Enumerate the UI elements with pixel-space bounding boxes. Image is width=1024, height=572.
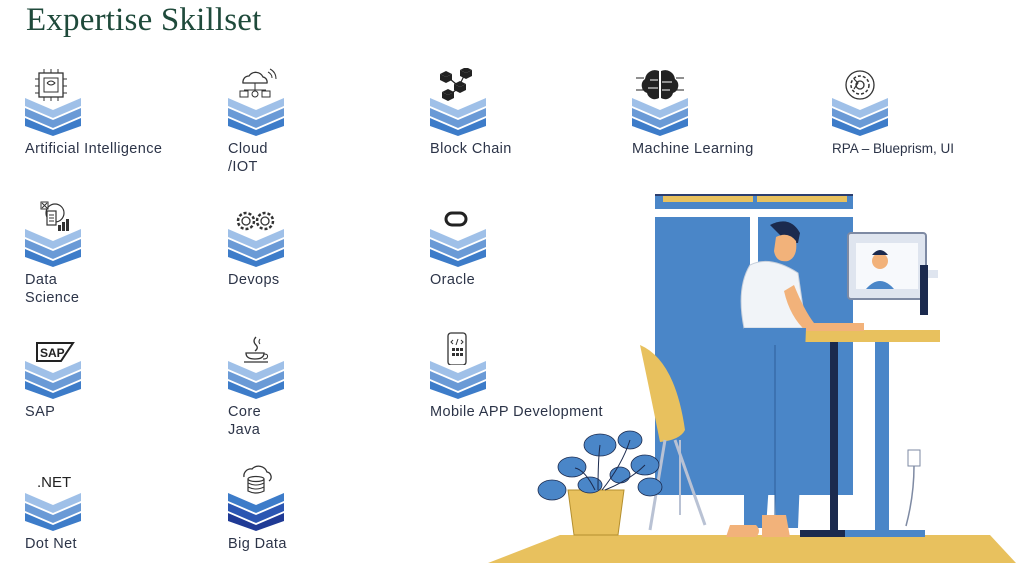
blockchain-cubes-icon — [430, 68, 486, 102]
svg-text:.NET: .NET — [37, 474, 71, 491]
potted-plant — [537, 430, 663, 536]
gear-automation-icon — [832, 68, 888, 102]
cable — [905, 465, 915, 527]
skill-label: Machine Learning — [632, 141, 754, 157]
person — [726, 221, 864, 537]
brain-circuit-icon — [632, 68, 688, 102]
gears-icon — [228, 199, 284, 233]
chevron-stack-icon — [832, 96, 888, 136]
workspace-illustration — [480, 185, 1024, 567]
skill-label: Oracle — [430, 272, 476, 288]
chevron-stack-icon — [228, 227, 284, 267]
skill-label: Block Chain — [430, 141, 512, 157]
skill-label: Cloud /IOT — [228, 141, 268, 175]
chevron-stack-icon — [632, 96, 688, 136]
wall-outlet — [907, 449, 921, 467]
standing-desk — [790, 330, 940, 537]
skill-label: Mobile APP Development — [430, 404, 603, 420]
data-science-icon — [25, 199, 81, 233]
big-data-icon — [228, 463, 284, 497]
skill-label: Data Science — [25, 272, 80, 306]
chevron-stack-icon — [25, 359, 81, 399]
oracle-logo-icon — [430, 199, 486, 233]
skill-label: RPA – Blueprism, UI — [832, 141, 955, 156]
skill-label: Devops — [228, 272, 280, 288]
page-title: Expertise Skillset — [26, 2, 262, 38]
sap-logo-icon: SAP — [25, 331, 81, 365]
chevron-stack-icon — [430, 96, 486, 136]
dotnet-text-icon: .NET — [25, 463, 81, 497]
skill-label: SAP — [25, 404, 56, 420]
mobile-code-icon — [430, 331, 486, 365]
ai-chip-icon — [25, 68, 81, 102]
chevron-stack-icon — [228, 491, 284, 531]
svg-text:SAP: SAP — [40, 346, 65, 360]
cloud-network-icon — [228, 68, 284, 102]
chevron-stack-icon — [430, 359, 486, 399]
chevron-stack-icon — [25, 96, 81, 136]
chevron-stack-icon — [430, 227, 486, 267]
skill-label: Dot Net — [25, 536, 77, 552]
chevron-stack-icon — [228, 359, 284, 399]
skill-label: Artificial Intelligence — [25, 141, 163, 157]
skill-label: Big Data — [228, 536, 287, 552]
chevron-stack-icon — [25, 227, 81, 267]
chevron-stack-icon — [228, 96, 284, 136]
floor-rug — [488, 535, 1016, 563]
java-cup-icon — [228, 331, 284, 365]
skill-label: Core Java — [228, 404, 262, 438]
monitor — [847, 232, 938, 315]
chevron-stack-icon — [25, 491, 81, 531]
